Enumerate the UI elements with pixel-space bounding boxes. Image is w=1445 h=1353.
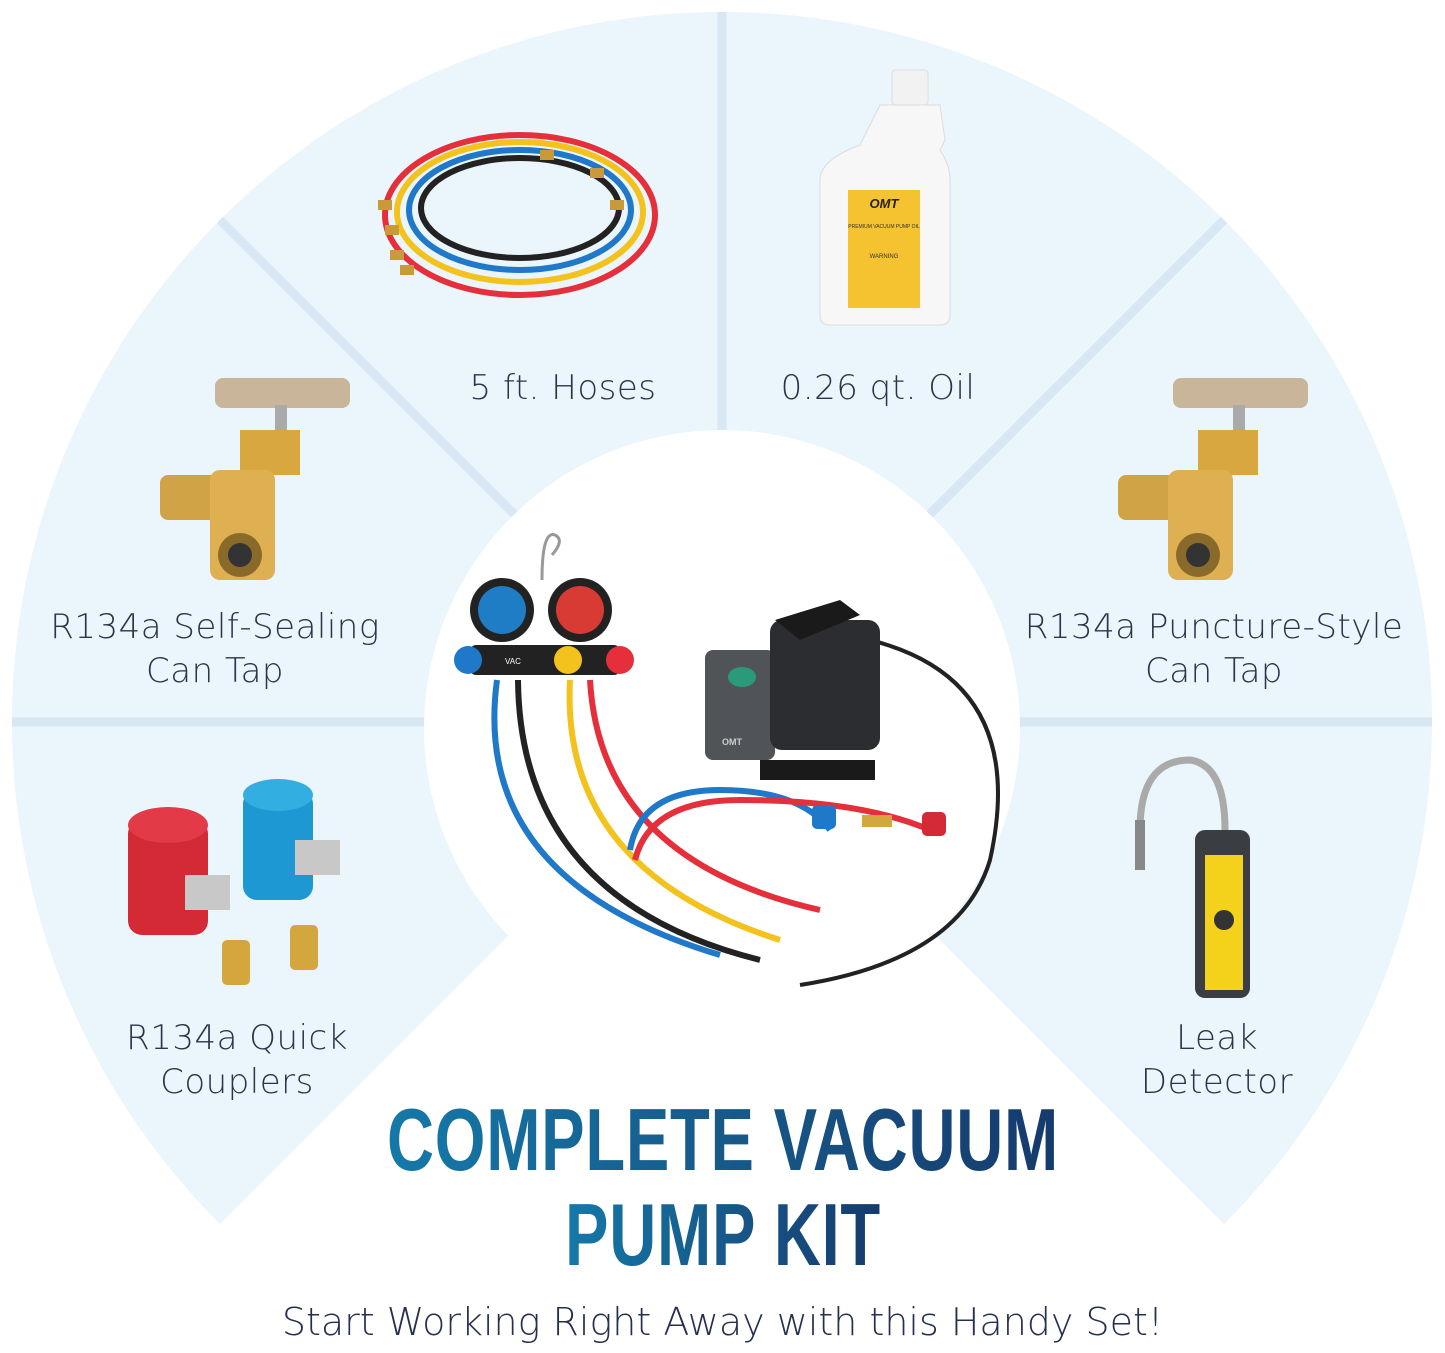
svg-text:WARNING: WARNING: [870, 254, 899, 260]
vacuum-pump-manifold-icon: VAC OMT: [454, 533, 1000, 987]
can-tap-icon: [160, 378, 350, 580]
svg-text:PREMIUM VACUUM PUMP OIL: PREMIUM VACUUM PUMP OIL: [848, 224, 920, 230]
label-line: Detector: [1140, 1062, 1294, 1102]
leak-detector-icon: [1135, 756, 1250, 998]
label-line: R134a Self-Sealing: [50, 607, 380, 647]
title-line-1: COMPLETE VACUUM: [386, 1090, 1059, 1189]
label-line: Can Tap: [146, 651, 284, 691]
hoses-icon: [378, 132, 658, 298]
svg-text:OMT: OMT: [870, 196, 900, 211]
svg-text:VAC: VAC: [505, 657, 521, 666]
label-line: 0.26 qt. Oil: [780, 368, 976, 408]
title-line-2: PUMP KIT: [564, 1185, 881, 1284]
label-line: R134a Quick: [126, 1018, 348, 1058]
label-line: 5 ft. Hoses: [469, 368, 657, 408]
oil-bottle-icon: OMT PREMIUM VACUUM PUMP OIL WARNING: [819, 69, 951, 326]
item-label-hoses: 5 ft. Hoses: [470, 366, 657, 410]
quick-couplers-icon: [128, 779, 340, 985]
item-label-oil: 0.26 qt. Oil: [781, 366, 976, 410]
svg-text:OMT: OMT: [722, 737, 742, 747]
label-line: Leak: [1176, 1018, 1258, 1058]
label-line: Can Tap: [1145, 651, 1283, 691]
label-line: R134a Puncture-Style: [1024, 607, 1404, 647]
label-line: Couplers: [160, 1062, 314, 1102]
can-tap-icon: [1118, 378, 1308, 580]
subtitle: Start Working Right Away with this Handy…: [281, 1300, 1164, 1344]
